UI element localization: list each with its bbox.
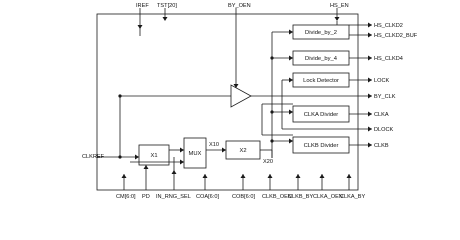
pin-cm-label: CM[6:0] xyxy=(116,194,136,200)
pin-hs-clkd2-label: HS_CLKD2 xyxy=(374,23,403,29)
junction-dot xyxy=(270,110,274,114)
pin-in-rng-sel-label: IN_RNG_SEL xyxy=(156,194,191,200)
clka-divider-label: CLKA Divider xyxy=(304,112,339,118)
pin-coa-label: COA[6:0] xyxy=(196,194,219,200)
signal-x20-label: X20 xyxy=(263,159,273,165)
pin-tst-label: TST[20] xyxy=(157,3,177,9)
x1-mux-arrow xyxy=(180,147,184,153)
pin-hs-clkd2-buf-label: HS_CLKD2_BUF xyxy=(374,33,418,39)
lock-det-arrow xyxy=(289,77,293,83)
mux-block xyxy=(183,137,207,169)
pin-hs-clkd4-label: HS_CLKD4 xyxy=(374,56,403,62)
pd-arrow xyxy=(143,165,149,169)
mux-x2-arrow xyxy=(222,147,226,153)
coa-arrow xyxy=(202,174,208,178)
dlock-arrow xyxy=(368,126,372,132)
clkb-by-arrow xyxy=(295,174,301,178)
x1-label: X1 xyxy=(150,153,157,159)
pin-by-clk-label: BY_CLK xyxy=(374,94,396,100)
lock-arrow xyxy=(368,77,372,83)
pin-dlock-label: DLOCK xyxy=(374,127,394,133)
pin-clkref-label: CLKREF xyxy=(82,154,105,160)
clkb-arrow xyxy=(368,142,372,148)
clkb-divider-label: CLKB Divider xyxy=(304,143,339,149)
pin-cob-label: COB[6:0] xyxy=(232,194,255,200)
by-oen-arrow xyxy=(233,84,239,88)
pin-clkb-label: CLKB xyxy=(374,143,389,149)
pin-clkb-oen-label: CLKB_OEN xyxy=(262,194,292,200)
clkref-arrow xyxy=(135,154,139,160)
cm-arrow xyxy=(121,174,127,178)
by-clk-arrow xyxy=(368,93,372,99)
pin-clka-label: CLKA xyxy=(374,112,389,118)
pin-pd-label: PD xyxy=(142,194,150,200)
x1-block xyxy=(138,144,170,166)
pin-lock-label: LOCK xyxy=(374,78,390,84)
signal-x10-label: X10 xyxy=(209,142,219,148)
cob-arrow xyxy=(240,174,246,178)
divide-by-2-label: Divide_by_2 xyxy=(305,30,337,36)
clka-arrow xyxy=(368,111,372,117)
x20-clka-arrow xyxy=(289,109,293,115)
pin-clka-by-label: CLKA_BY xyxy=(340,194,365,200)
pin-clkb-by-label: CLKB_BY xyxy=(288,194,313,200)
clkref-mux-arrow xyxy=(180,159,184,165)
iref-arrow xyxy=(137,25,143,29)
x20-clkb-arrow xyxy=(289,138,293,144)
pin-hs-en-label: HS_EN xyxy=(330,3,349,9)
x2-label: X2 xyxy=(239,148,246,154)
in-rng-sel-arrow xyxy=(171,170,177,174)
hs-clkd4-arrow xyxy=(368,55,372,61)
junction-dot xyxy=(118,155,122,159)
x20-div2-arrow xyxy=(289,29,293,35)
pin-clka-oen-label: CLKA_OEN xyxy=(313,194,343,200)
divide-by-4-label: Divide_by_4 xyxy=(305,56,338,62)
clka-by-arrow xyxy=(346,174,352,178)
junction-dot xyxy=(270,139,274,143)
block-diagram: IREF TST[20] BY_OEN HS_EN Divide_by_2 Di… xyxy=(82,3,418,200)
clka-oen-arrow xyxy=(319,174,325,178)
chip-boundary xyxy=(96,13,359,191)
junction-dot xyxy=(270,56,274,60)
hs-clkd2-arrow xyxy=(368,22,372,28)
pin-by-oen-label: BY_OEN xyxy=(228,3,251,9)
tst-arrow xyxy=(162,17,168,21)
clkb-oen-arrow xyxy=(267,174,273,178)
mux-label: MUX xyxy=(189,151,202,157)
pin-iref-label: IREF xyxy=(136,3,149,9)
x20-div4-arrow xyxy=(289,55,293,61)
hs-clkd2-buf-arrow xyxy=(368,32,372,38)
hs-en-arrow xyxy=(334,17,340,21)
lock-detector-label: Lock Detector xyxy=(303,78,339,84)
